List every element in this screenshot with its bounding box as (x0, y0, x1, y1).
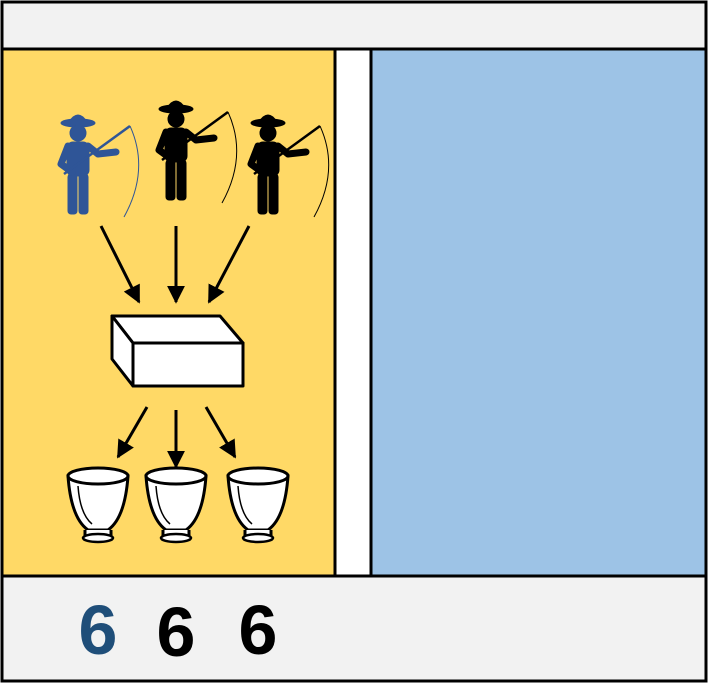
arrow-down-icon (207, 225, 251, 304)
top-bar (0, 0, 708, 51)
arrow-down-icon (116, 406, 149, 459)
arrow-down-icon (99, 225, 141, 304)
right-panel (369, 47, 708, 578)
panel-separator (333, 47, 373, 578)
count-number: 6 (79, 591, 118, 669)
bottom-bar (0, 574, 708, 683)
arrow-down-icon (204, 406, 237, 459)
count-number: 6 (157, 593, 196, 671)
count-number: 6 (239, 591, 278, 669)
open-box-icon (110, 314, 245, 388)
